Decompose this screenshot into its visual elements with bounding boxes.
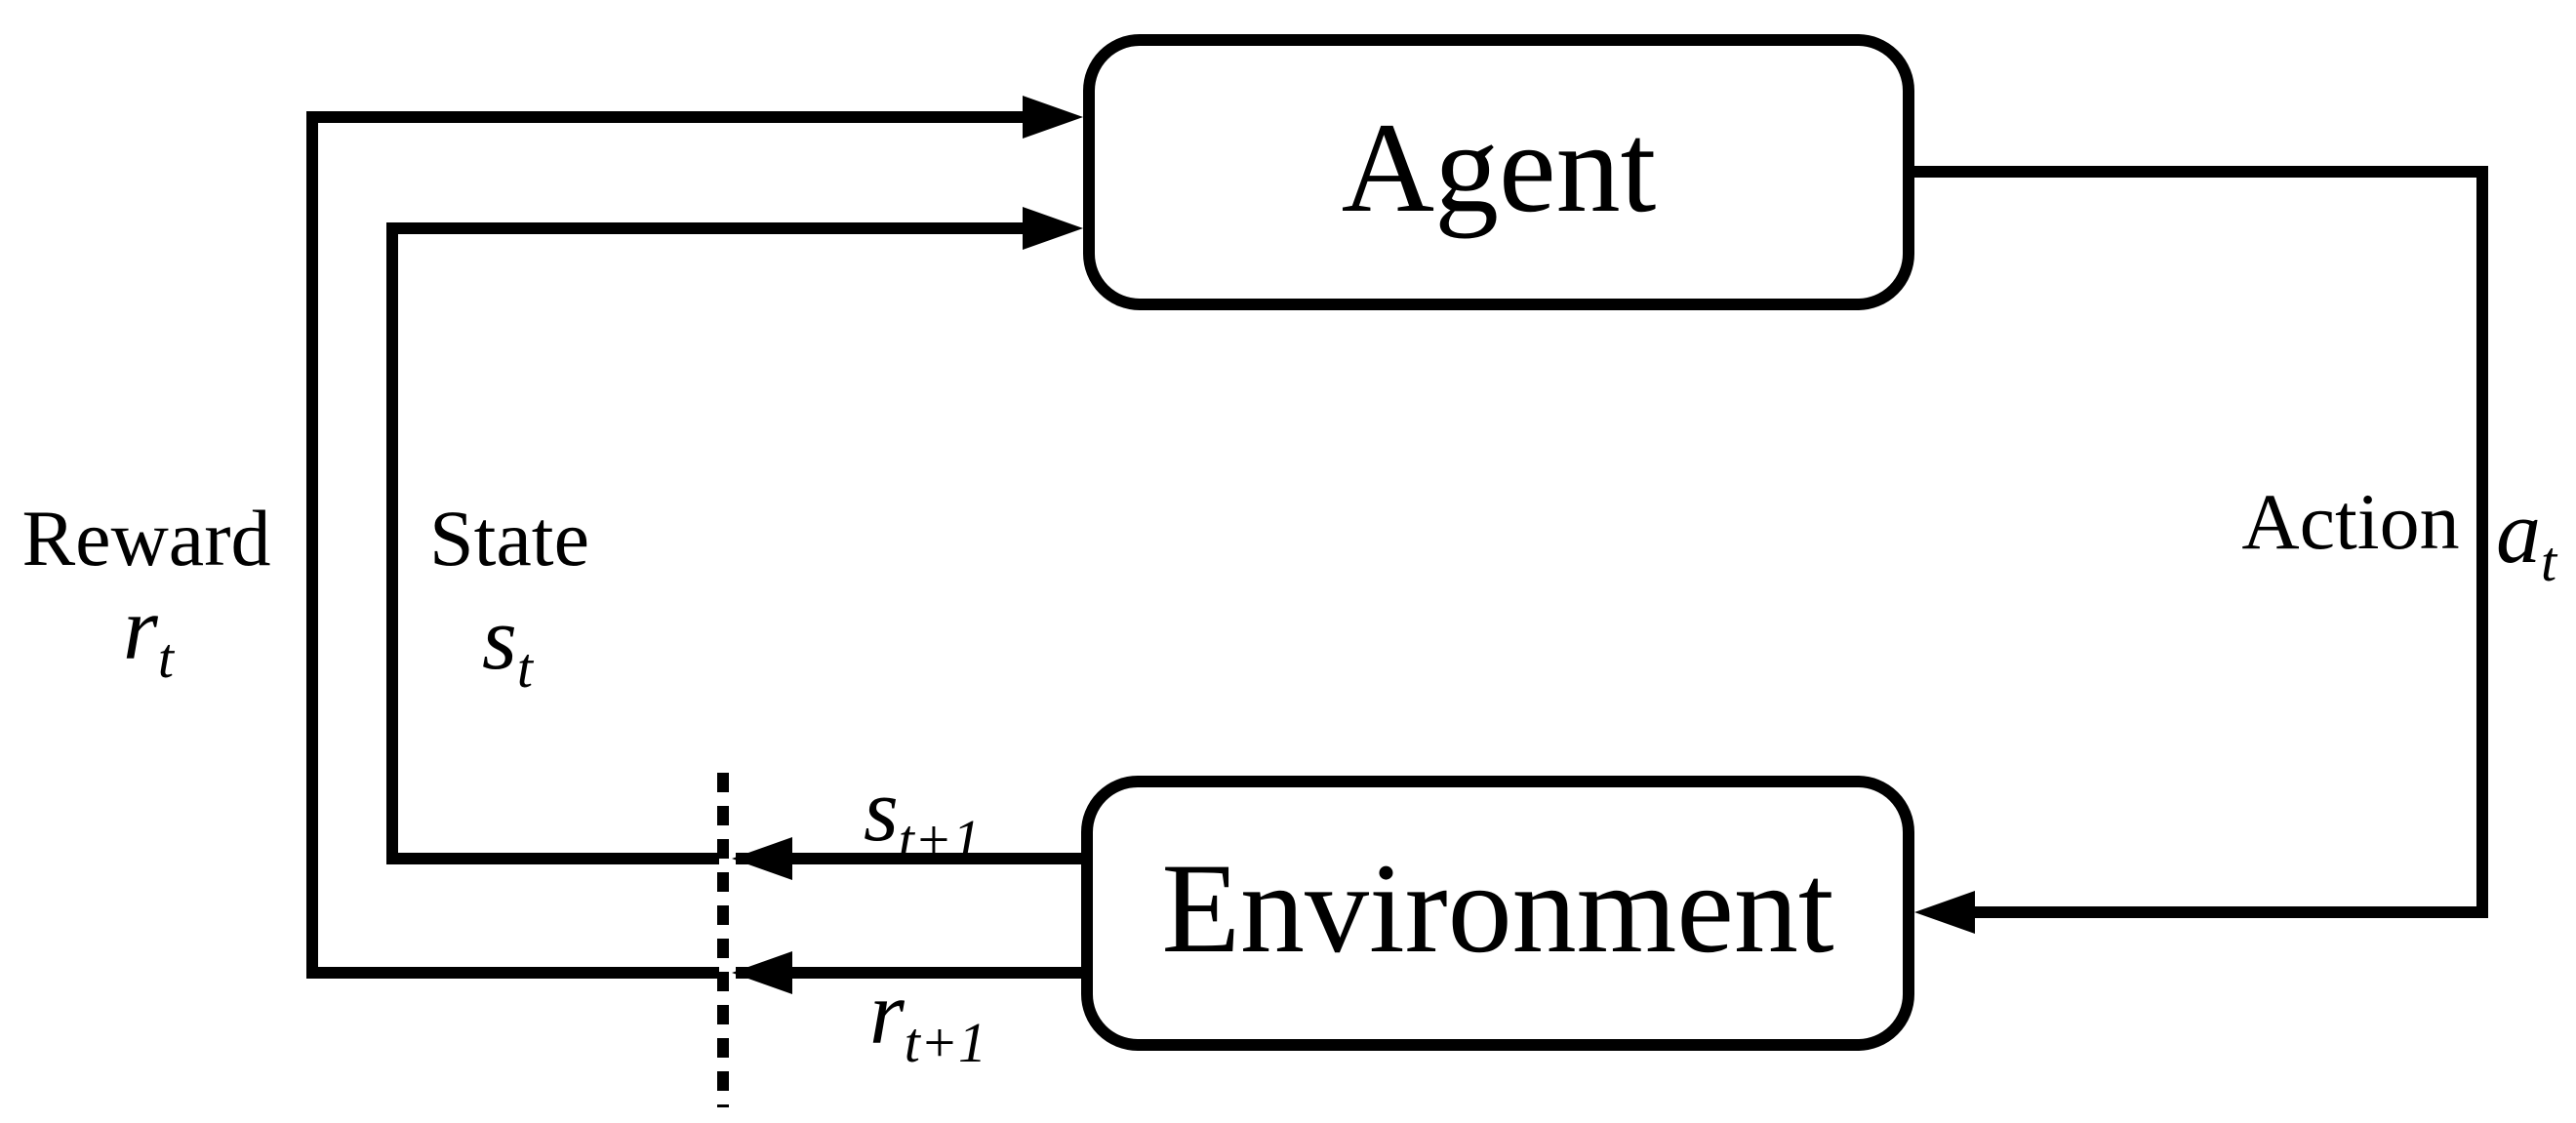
action-into-environment-arrowhead [1914,891,1975,934]
next-reward-symbol-subscript: t+1 [904,1011,987,1075]
environment-node: Environment [1081,776,1914,1051]
agent-label: Agent [1341,95,1657,239]
next-state-arrowhead [732,837,792,880]
state-symbol-base: s [482,587,517,688]
action-label: Action [2241,477,2460,566]
action-symbol: at [2496,487,2556,590]
next-reward-arrowhead [732,951,792,994]
reward-symbol-base: r [123,578,158,678]
next-reward-symbol-base: r [868,962,905,1063]
agent-node: Agent [1083,34,1914,310]
state-feedback-line [386,222,1026,864]
action-symbol-base: a [2495,481,2541,582]
action-symbol-subscript: t [2540,530,2557,594]
next-state-symbol: st+1 [864,765,981,868]
reward-into-agent-arrowhead [1023,96,1083,139]
reward-label: Reward [21,494,271,582]
reward-symbol: rt [123,583,174,687]
state-into-agent-arrowhead [1023,207,1083,250]
next-reward-symbol: rt+1 [869,968,986,1071]
state-label: State [429,494,589,582]
reward-symbol-subscript: t [157,626,174,691]
action-line [1911,166,2488,918]
next-state-symbol-subscript: t+1 [898,808,982,872]
environment-label: Environment [1161,836,1834,980]
reward-feedback-line [306,111,1026,979]
state-symbol: st [482,593,533,697]
state-symbol-subscript: t [516,636,533,701]
next-state-symbol-base: s [863,759,899,860]
